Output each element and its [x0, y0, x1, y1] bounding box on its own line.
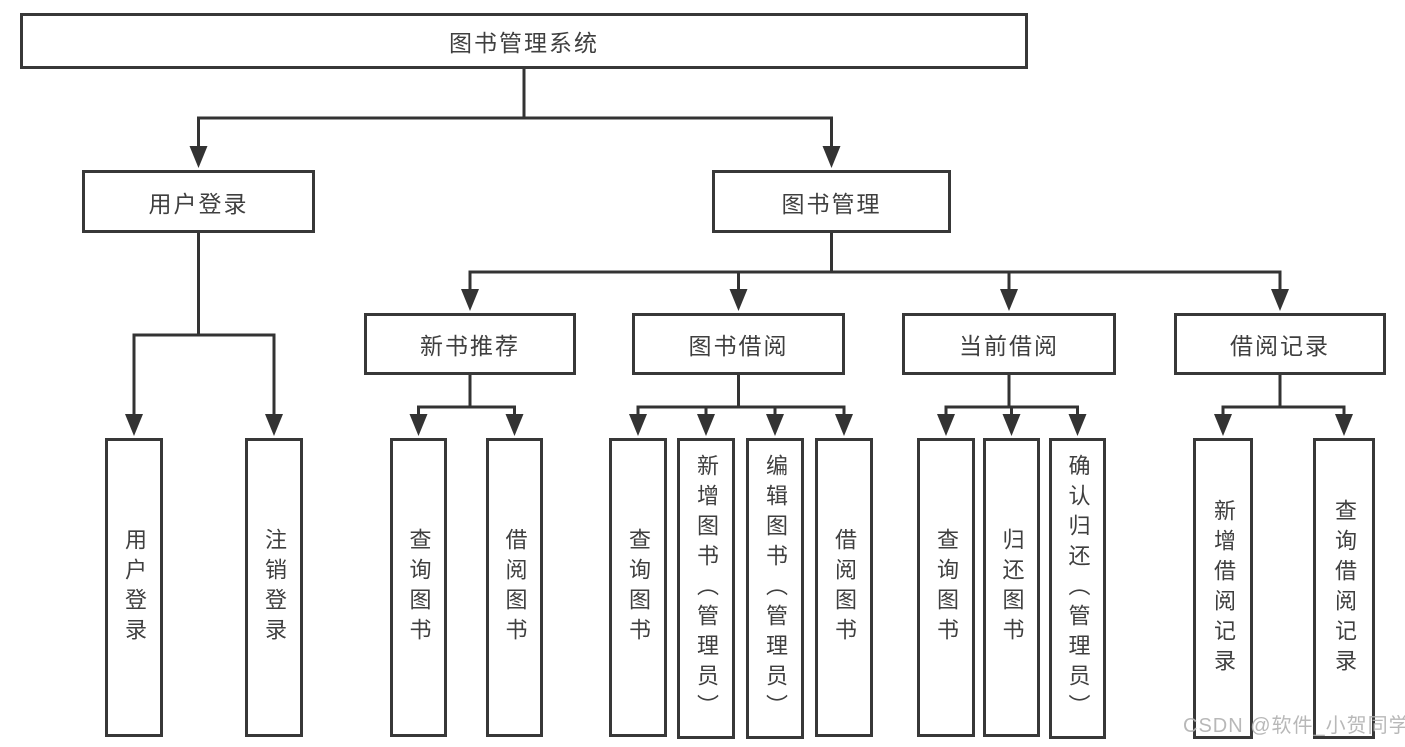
arrowhead-icon	[1214, 414, 1232, 436]
node-d1: 查询图书	[917, 438, 975, 737]
node-label: 查询图书	[934, 527, 959, 648]
node-label: 图书管理	[781, 190, 882, 217]
arrowhead-icon	[505, 414, 524, 436]
arrowhead-icon	[1271, 289, 1289, 311]
arrowhead-icon	[766, 414, 784, 436]
node-root: 图书管理系统	[20, 13, 1028, 69]
node-label: 当前借阅	[959, 333, 1059, 359]
arrowhead-icon	[729, 289, 748, 311]
arrowhead-icon	[1002, 414, 1021, 436]
node-borrow-rec: 借阅记录	[1174, 313, 1386, 375]
arrowhead-icon	[629, 414, 647, 436]
node-label: 查询图书	[626, 527, 651, 648]
node-label: 图书管理系统	[449, 30, 599, 56]
node-label: 查询图书	[406, 527, 432, 648]
arrowhead-icon	[189, 146, 208, 168]
node-label: 图书借阅	[688, 333, 789, 359]
arrowhead-icon	[1068, 414, 1087, 436]
node-label: 借阅记录	[1230, 333, 1330, 359]
arrowhead-icon	[125, 414, 143, 436]
arrowhead-icon	[697, 414, 715, 436]
node-label: 查询借阅记录	[1332, 498, 1357, 679]
arrowhead-icon	[822, 146, 841, 168]
node-label: 归还图书	[999, 527, 1025, 648]
node-book-borrow: 图书借阅	[632, 313, 845, 375]
arrowhead-icon	[409, 414, 428, 436]
arrowhead-icon	[835, 414, 853, 436]
node-label: 编辑图书（管理员）	[763, 453, 788, 724]
node-label: 新增图书（管理员）	[694, 453, 719, 724]
node-cur-borrow: 当前借阅	[902, 313, 1116, 375]
node-label: 借阅图书	[832, 527, 857, 648]
arrowhead-icon	[461, 289, 479, 311]
node-b2: 借阅图书	[486, 438, 543, 737]
node-label: 用户登录	[148, 190, 249, 217]
node-b1: 查询图书	[390, 438, 447, 737]
node-leaf-logout: 注销登录	[245, 438, 303, 737]
node-c4: 借阅图书	[815, 438, 873, 737]
node-label: 新书推荐	[420, 333, 520, 359]
node-d2: 归还图书	[983, 438, 1040, 737]
arrowhead-icon	[937, 414, 955, 436]
node-d3: 确认归还（管理员）	[1049, 438, 1106, 739]
node-leaf-login: 用户登录	[105, 438, 163, 737]
node-e1: 新增借阅记录	[1193, 438, 1253, 739]
arrowhead-icon	[265, 414, 283, 436]
node-c1: 查询图书	[609, 438, 667, 737]
node-label: 新增借阅记录	[1211, 498, 1236, 679]
node-book-mgmt: 图书管理	[712, 170, 951, 233]
node-user-login: 用户登录	[82, 170, 315, 233]
node-c3: 编辑图书（管理员）	[746, 438, 804, 739]
node-label: 用户登录	[122, 527, 147, 648]
arrowhead-icon	[1000, 289, 1018, 311]
node-new-rec: 新书推荐	[364, 313, 576, 375]
node-label: 借阅图书	[502, 527, 528, 648]
node-label: 注销登录	[262, 527, 287, 648]
node-e2: 查询借阅记录	[1313, 438, 1375, 739]
arrowhead-icon	[1335, 414, 1353, 436]
node-label: 确认归还（管理员）	[1065, 453, 1091, 724]
node-c2: 新增图书（管理员）	[677, 438, 735, 739]
